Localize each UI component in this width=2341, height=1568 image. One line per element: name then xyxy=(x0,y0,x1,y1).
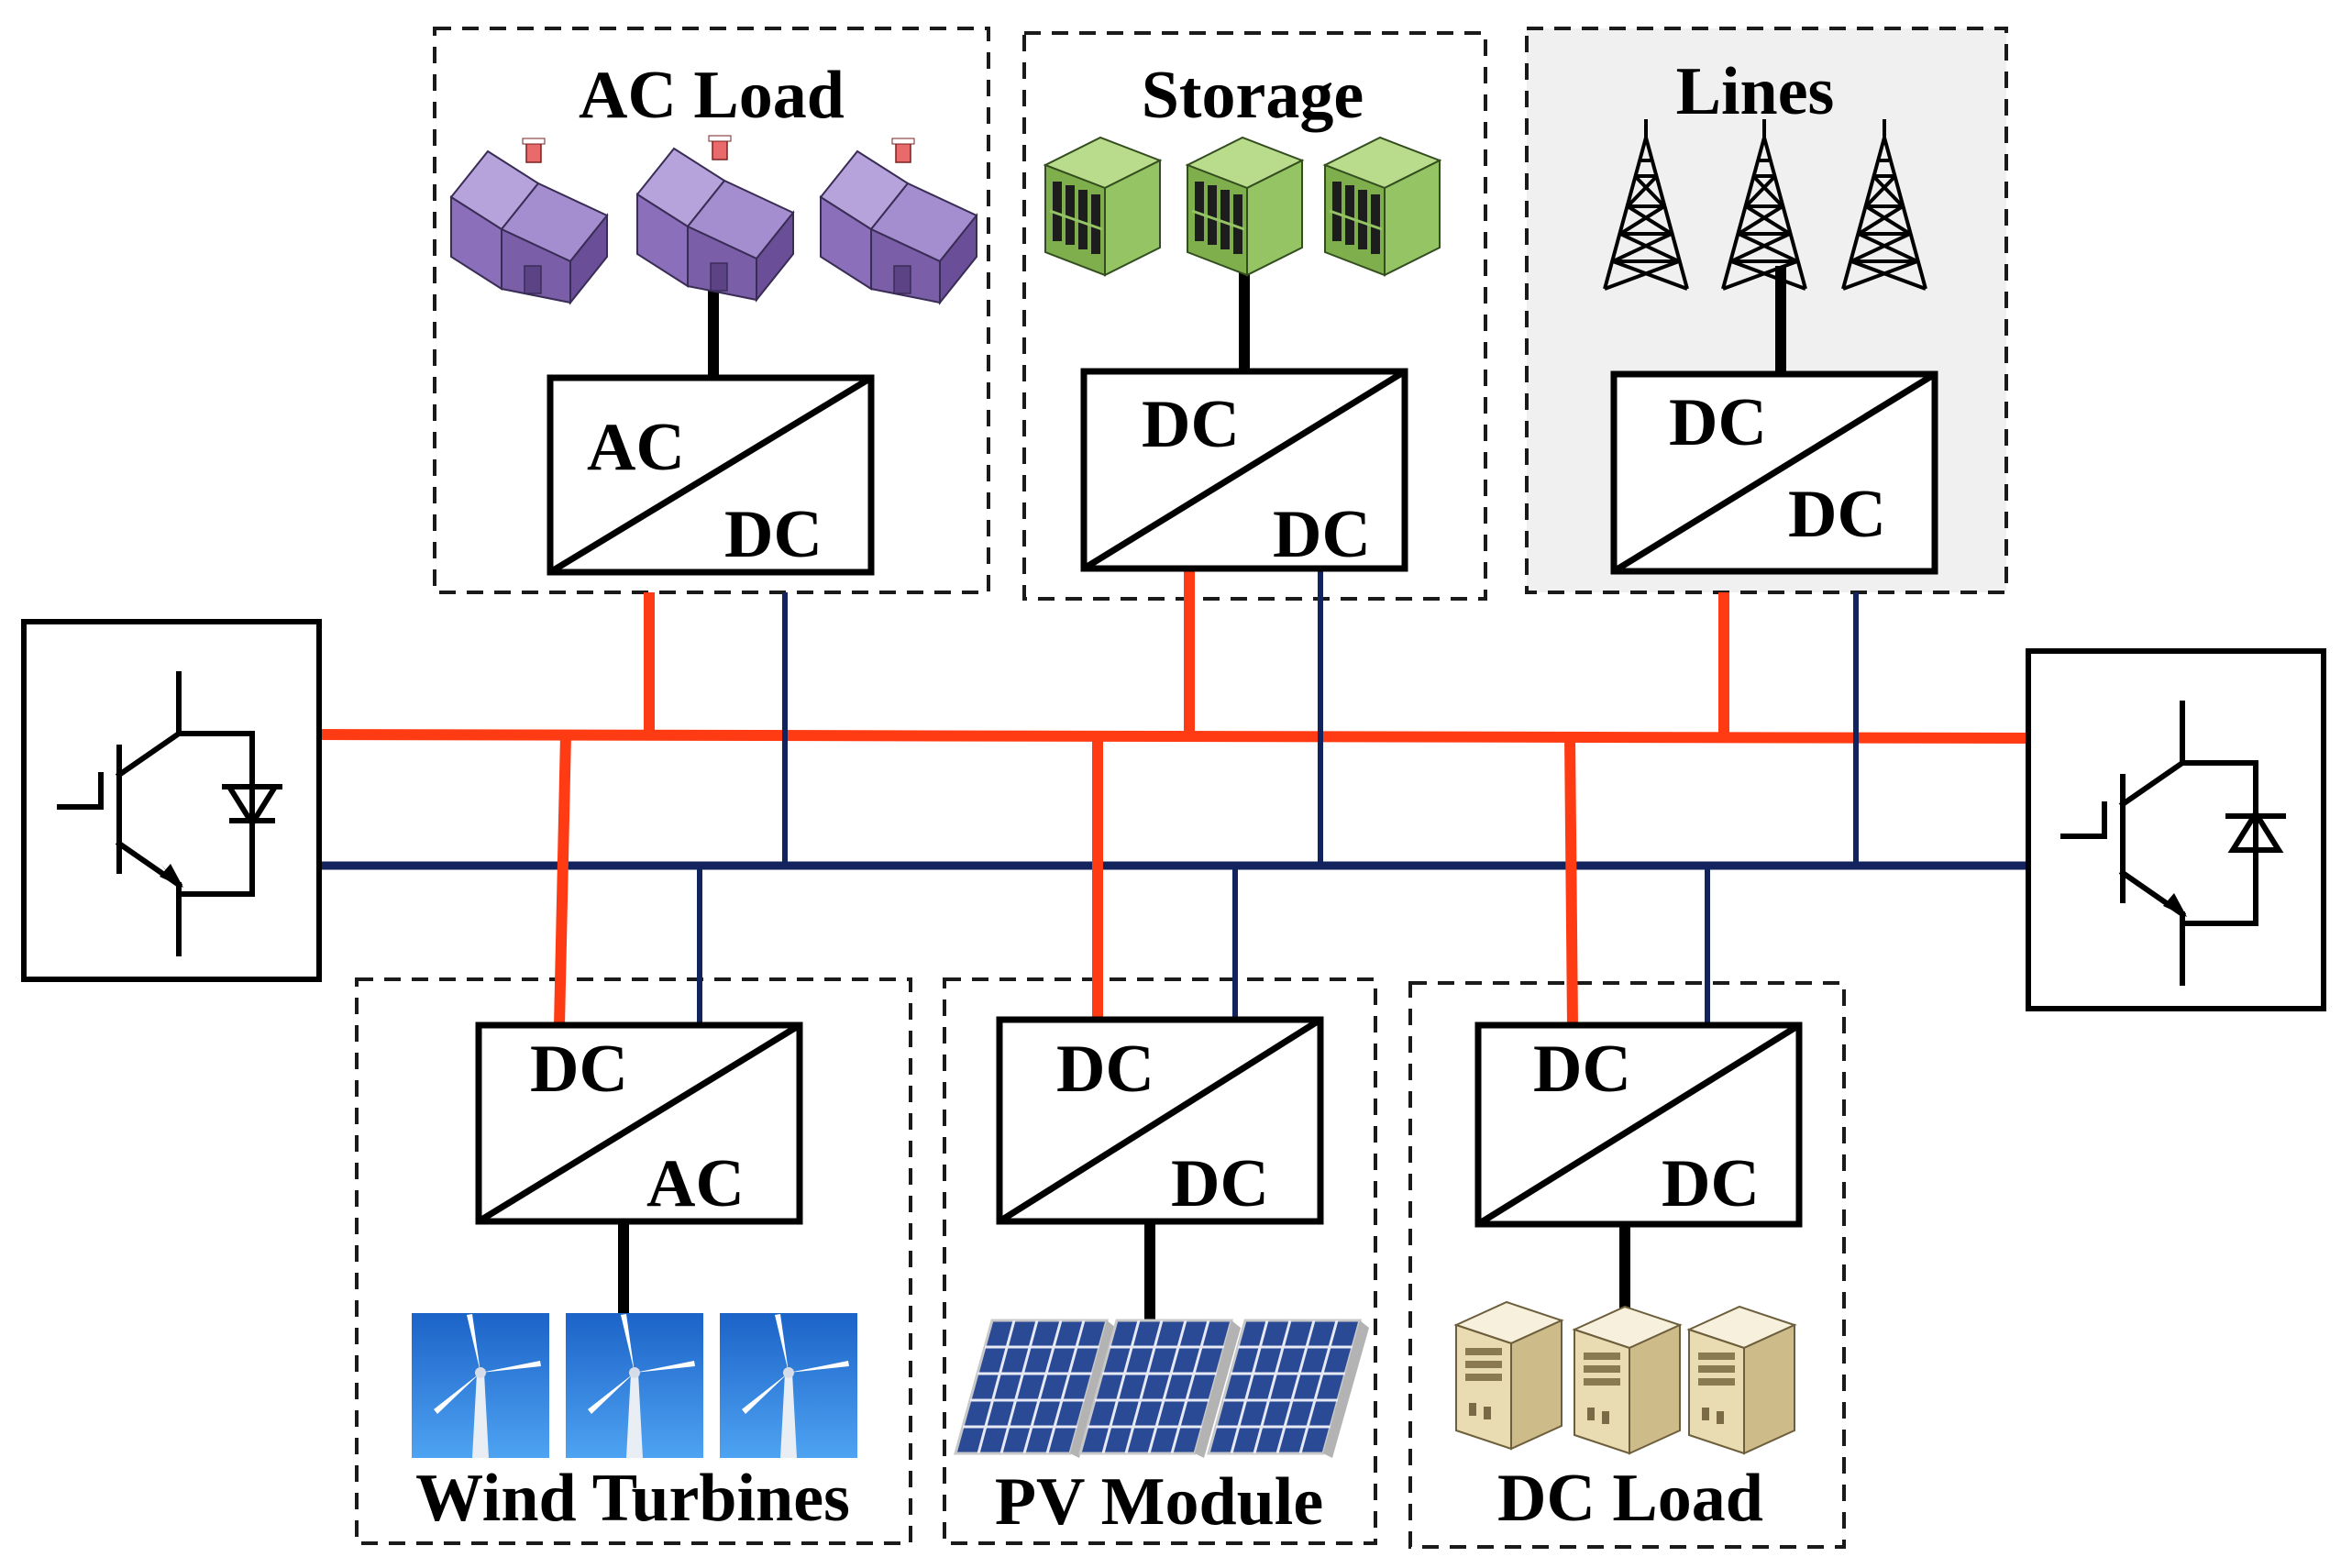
ac-load-converter xyxy=(547,374,875,576)
wind-turbines-title: Wind Turbines xyxy=(415,1461,850,1536)
dc-load-positive-tap xyxy=(1564,735,1578,1026)
lines-converter xyxy=(1610,370,1938,575)
igbt-icon xyxy=(160,784,281,888)
lines-title: Lines xyxy=(1676,54,1835,129)
pv-converter-top: DC xyxy=(1056,1032,1154,1107)
ac-load-converter-top: AC xyxy=(587,410,685,485)
lines-converter-top: DC xyxy=(1669,385,1767,460)
positive-bus xyxy=(314,729,2029,744)
right-switch xyxy=(2026,648,2326,1011)
house-icon xyxy=(450,135,977,304)
dc-load-converter xyxy=(1474,1021,1803,1228)
wind-converter-bottom: AC xyxy=(646,1146,745,1221)
ac-load-converter-bottom: DC xyxy=(724,497,823,572)
storage-converter-bottom: DC xyxy=(1273,497,1371,572)
pv-converter-bottom: DC xyxy=(1171,1146,1269,1221)
pv-module-group xyxy=(943,977,1377,1545)
solar-panel-icon xyxy=(954,1319,1371,1460)
wind-converter-top: DC xyxy=(530,1032,628,1107)
storage-title: Storage xyxy=(1142,58,1364,133)
wind-turbine-icon xyxy=(412,1313,857,1458)
storage-converter xyxy=(1080,368,1408,572)
dc-load-group xyxy=(1408,981,1846,1549)
wind-positive-tap xyxy=(554,734,571,1026)
server-icon xyxy=(1455,1301,1795,1454)
wind-converter xyxy=(475,1021,803,1225)
storage-converter-top: DC xyxy=(1142,387,1240,462)
pv-module-title: PV Module xyxy=(995,1464,1323,1540)
wind-turbines-group xyxy=(355,977,912,1545)
battery-cabinet-icon xyxy=(1044,136,1441,277)
left-switch xyxy=(21,619,322,982)
ac-load-group xyxy=(433,27,990,594)
dc-load-converter-top: DC xyxy=(1533,1032,1631,1107)
lines-converter-bottom: DC xyxy=(1788,477,1886,552)
storage-group xyxy=(1022,31,1487,601)
ac-load-title: AC Load xyxy=(579,58,845,133)
igbt-icon xyxy=(2163,808,2284,917)
dc-load-title: DC Load xyxy=(1497,1461,1763,1536)
pv-converter xyxy=(996,1016,1324,1225)
dc-load-converter-bottom: DC xyxy=(1662,1146,1760,1221)
